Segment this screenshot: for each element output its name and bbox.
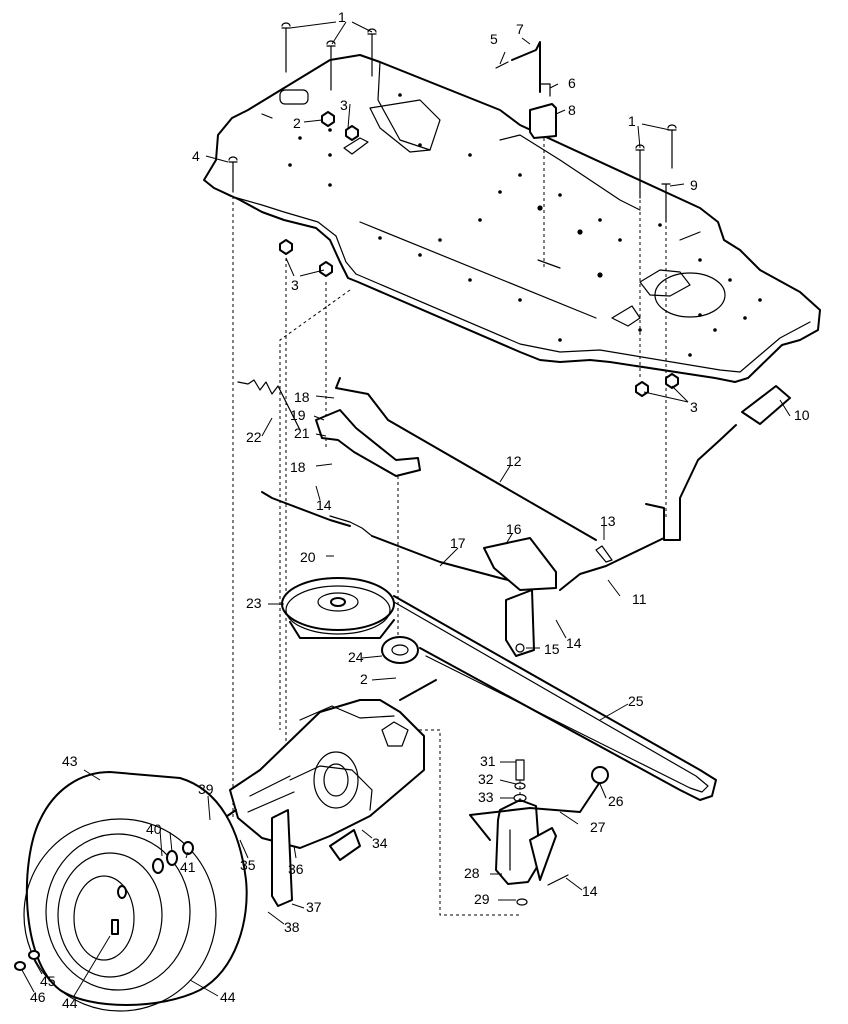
callout-43: 43 bbox=[62, 753, 78, 769]
callout-38: 38 bbox=[284, 919, 300, 935]
callout-1-right: 1 bbox=[628, 113, 636, 129]
callout-31: 31 bbox=[480, 753, 496, 769]
callout-labels: 1 1 2 2 3 3 3 4 5 6 7 8 9 10 11 12 13 14… bbox=[30, 9, 810, 1011]
callout-45: 45 bbox=[40, 973, 56, 989]
callout-22: 22 bbox=[246, 429, 262, 445]
callout-1: 1 bbox=[338, 9, 346, 25]
callout-32: 32 bbox=[478, 771, 494, 787]
callout-9: 9 bbox=[690, 177, 698, 193]
callout-40: 40 bbox=[146, 821, 162, 837]
callout-33: 33 bbox=[478, 789, 494, 805]
transaxle bbox=[197, 679, 437, 907]
callout-15: 15 bbox=[544, 641, 560, 657]
frame-hardware bbox=[228, 22, 679, 397]
callout-6: 6 bbox=[568, 75, 576, 91]
callout-13: 13 bbox=[600, 513, 616, 529]
callout-34: 34 bbox=[372, 835, 388, 851]
alignment-lines bbox=[232, 138, 667, 916]
callout-14-lower: 14 bbox=[582, 883, 598, 899]
callout-2-lower: 2 bbox=[360, 671, 368, 687]
callout-3-right: 3 bbox=[690, 399, 698, 415]
callout-3: 3 bbox=[340, 97, 348, 113]
callout-18-lower: 18 bbox=[290, 459, 306, 475]
callout-8: 8 bbox=[568, 102, 576, 118]
callout-2: 2 bbox=[293, 115, 301, 131]
callout-41: 41 bbox=[180, 859, 196, 875]
callout-24: 24 bbox=[348, 649, 364, 665]
callout-11: 11 bbox=[632, 591, 647, 607]
leader-lines bbox=[21, 21, 791, 997]
callout-20: 20 bbox=[300, 549, 316, 565]
callout-14: 14 bbox=[316, 497, 332, 513]
shift-linkage bbox=[237, 377, 791, 657]
callout-36: 36 bbox=[288, 861, 304, 877]
callout-35: 35 bbox=[240, 857, 256, 873]
callout-27: 27 bbox=[590, 819, 606, 835]
shift-lever-assembly bbox=[469, 759, 609, 906]
callout-28: 28 bbox=[464, 865, 480, 881]
callout-21: 21 bbox=[294, 425, 310, 441]
callout-39: 39 bbox=[198, 781, 214, 797]
callout-10: 10 bbox=[794, 407, 810, 423]
callout-14-middle: 14 bbox=[566, 635, 582, 651]
callout-19: 19 bbox=[290, 407, 306, 423]
callout-44-right: 44 bbox=[220, 989, 236, 1005]
callout-16: 16 bbox=[506, 521, 522, 537]
callout-29: 29 bbox=[474, 891, 490, 907]
callout-12: 12 bbox=[506, 453, 522, 469]
callout-23: 23 bbox=[246, 595, 262, 611]
rear-wheel bbox=[14, 771, 248, 1012]
callout-26: 26 bbox=[608, 793, 624, 809]
callout-18: 18 bbox=[294, 389, 310, 405]
callout-17: 17 bbox=[450, 535, 466, 551]
drive-belt-and-pulley bbox=[281, 577, 717, 801]
callout-5: 5 bbox=[490, 31, 498, 47]
callout-3-left: 3 bbox=[291, 277, 299, 293]
callout-25: 25 bbox=[628, 693, 644, 709]
callout-46: 46 bbox=[30, 989, 46, 1005]
callout-44: 44 bbox=[62, 995, 78, 1011]
frame-plate bbox=[203, 54, 821, 383]
callout-37: 37 bbox=[306, 899, 322, 915]
callout-4: 4 bbox=[192, 148, 200, 164]
callout-7: 7 bbox=[516, 21, 524, 37]
